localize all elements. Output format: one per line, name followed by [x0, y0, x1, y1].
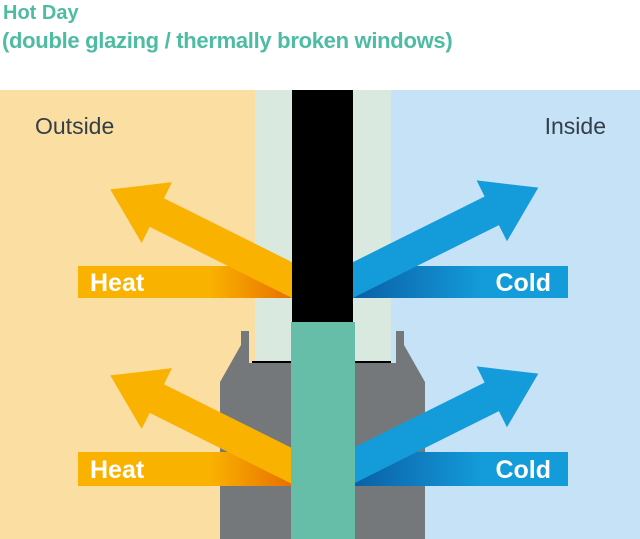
cold-label-upper: Cold	[495, 269, 551, 297]
cold-label-lower: Cold	[495, 456, 551, 484]
heat-arrow-upper	[78, 182, 308, 299]
cold-shaft-lower	[337, 366, 539, 485]
cold-arrow-upper	[337, 180, 568, 299]
diagram-subtitle: (double glazing / thermally broken windo…	[2, 28, 453, 53]
cold-arrow-lower	[337, 366, 568, 486]
heat-shaft-lower	[110, 368, 308, 485]
diagram-title: Hot Day	[3, 2, 79, 24]
inner-glass-pane	[353, 90, 391, 362]
thermal-break-column	[291, 322, 355, 539]
glass-bottom-edge-right	[352, 361, 391, 363]
window-diagram: Outside Inside Heat Cold Heat Cold	[0, 90, 640, 539]
inside-label: Inside	[545, 113, 606, 139]
cold-shaft-upper	[337, 180, 539, 299]
heat-arrow-lower	[78, 368, 308, 486]
header: Hot Day (double glazing / thermally brok…	[0, 0, 640, 90]
outside-label: Outside	[35, 113, 114, 139]
heat-shaft-upper	[110, 182, 308, 299]
glass-bottom-edge-left	[252, 361, 292, 363]
heat-label-lower: Heat	[90, 456, 145, 484]
outer-glass-pane	[255, 90, 292, 362]
heat-label-upper: Heat	[90, 269, 145, 297]
glazing-gap	[292, 90, 353, 322]
